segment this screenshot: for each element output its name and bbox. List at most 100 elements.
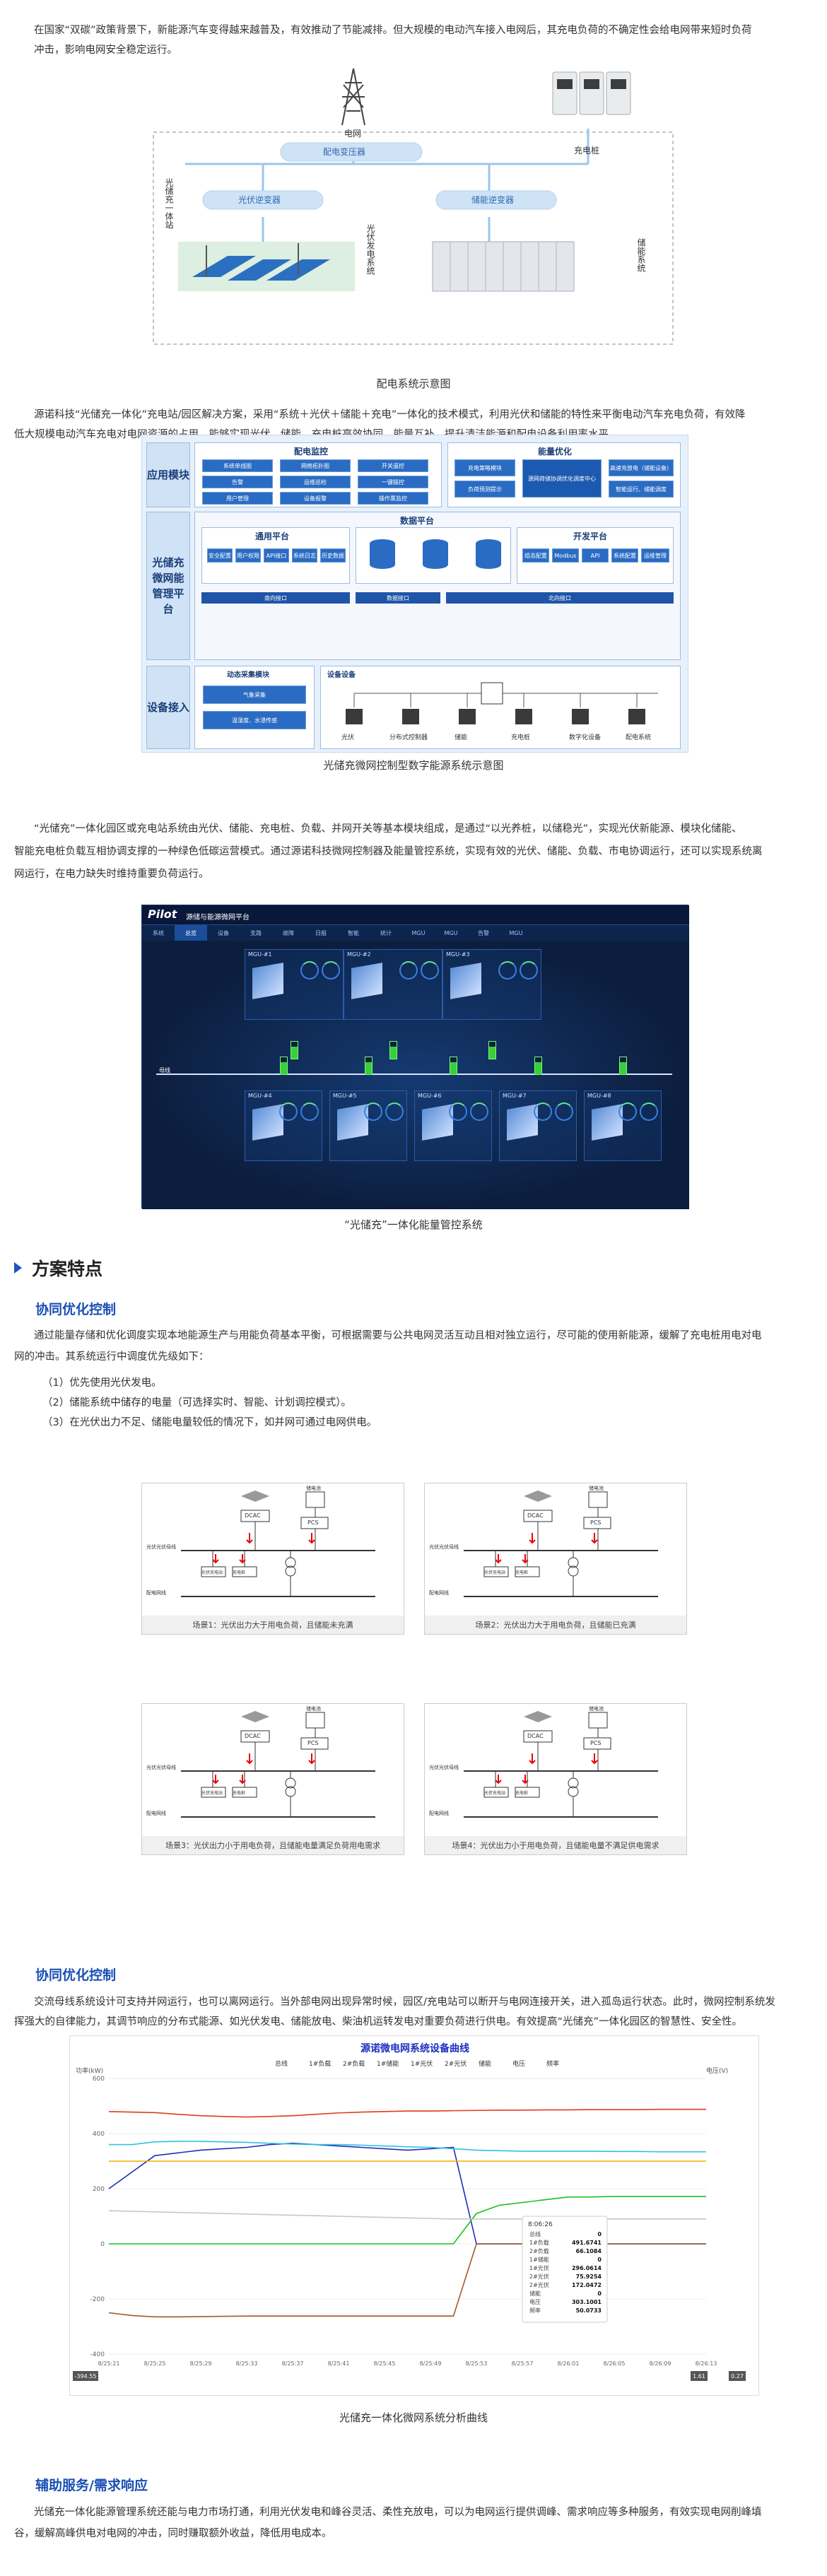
station-label: 光储充一体站 bbox=[164, 178, 174, 229]
dashboard-caption: “光储充”一体化能量管控系统 bbox=[344, 1218, 483, 1231]
mgu-title: MGU-#2 bbox=[347, 951, 371, 958]
gauge-icon bbox=[322, 961, 340, 980]
priority-item: （2）储能系统中储存的电量（可选择实时、智能、计划调控模式）。 bbox=[42, 1397, 351, 1408]
series-line bbox=[109, 2141, 706, 2153]
x-tick-label: 8/25:53 bbox=[466, 2360, 488, 2367]
energy-item: 负荷预测提示 bbox=[454, 481, 515, 498]
dashboard-tab[interactable]: 支路 bbox=[250, 929, 262, 936]
dev-item: API bbox=[582, 548, 609, 563]
charger-label: 充电桩 bbox=[574, 146, 600, 155]
x-tick-label: 8/25:45 bbox=[374, 2360, 396, 2367]
x-tick-label: 8/26:13 bbox=[696, 2360, 717, 2367]
y-tick-label: 0 bbox=[100, 2241, 105, 2248]
dev-item: Modbus bbox=[552, 548, 579, 563]
edge-title: 动态采集模块 bbox=[227, 671, 269, 679]
axis-right-end-badge bbox=[729, 2371, 746, 2381]
mgu-unit[interactable]: MGU-#4 bbox=[245, 1090, 322, 1161]
tooltip-box bbox=[522, 2216, 608, 2323]
common-item: 系统日志 bbox=[292, 548, 317, 563]
device-icon bbox=[252, 963, 283, 999]
dashboard-tab[interactable]: 总览 bbox=[175, 925, 207, 941]
mgu-unit[interactable]: MGU-#1 bbox=[245, 949, 344, 1020]
schematic-label: PCS bbox=[307, 1519, 319, 1526]
legend-item: 1#负载 bbox=[309, 2059, 331, 2068]
dev-item: 系统配置 bbox=[611, 548, 638, 563]
gauge-icon bbox=[470, 1102, 488, 1121]
schematic-label: 储电池 bbox=[589, 1486, 604, 1491]
mgu-unit[interactable]: MGU-#5 bbox=[329, 1090, 407, 1161]
dashboard-tab[interactable]: 统计 bbox=[380, 929, 392, 936]
dashboard-tab[interactable]: 智能 bbox=[348, 929, 359, 936]
schematic-label: 充电桩 bbox=[233, 1570, 246, 1575]
device-label: 储能 bbox=[454, 734, 468, 741]
dashboard-tab[interactable]: MGU bbox=[411, 929, 426, 936]
legend-item: 频率 bbox=[546, 2059, 559, 2068]
gauge-icon bbox=[399, 961, 418, 980]
schematic-label: 配电网线 bbox=[146, 1811, 166, 1816]
battery-icon bbox=[534, 1057, 542, 1075]
y-tick-label: -200 bbox=[90, 2296, 105, 2303]
para3-line-2: 智能充电桩负载互相协调支撑的一种绿色低碳运营模式。通过源诺科技微网控制器及能量管… bbox=[14, 846, 763, 857]
tooltip-label: 2#光伏 bbox=[529, 2273, 549, 2280]
energy-item: 智能运行、储能调度 bbox=[609, 481, 674, 498]
tooltip-value: 75.9254 bbox=[576, 2274, 602, 2280]
arch-side-app: 应用模块 bbox=[146, 442, 190, 507]
dashboard-tab[interactable]: 告警 bbox=[478, 929, 489, 936]
opt-line-2: 挥强大的自律能力，其调节响应的分布式能源、如光伏发电、储能放电、柴油机运转发电对… bbox=[14, 2016, 743, 2028]
x-tick-label: 8/25:25 bbox=[144, 2360, 166, 2367]
bus-label: 母线 bbox=[159, 1067, 170, 1074]
mgu-unit[interactable]: MGU-#7 bbox=[499, 1090, 577, 1161]
intro-line-1: 在国家“双碳”政策背景下，新能源汽车变得越来越普及，有效推动了节能减排。但大规模… bbox=[34, 25, 752, 36]
tooltip-label: 电压 bbox=[529, 2298, 541, 2305]
data-interface-label: 数据接口 bbox=[387, 594, 409, 601]
gauge-icon bbox=[279, 1102, 298, 1121]
sub-heading-aux: 辅助服务/需求响应 bbox=[35, 2478, 148, 2493]
gauge-icon bbox=[300, 961, 319, 980]
energy-item: 源网荷储协调优化调度中心 bbox=[522, 459, 602, 498]
tooltip-label: 1#光伏 bbox=[529, 2264, 549, 2271]
diagram1-caption: 配电系统示意图 bbox=[376, 377, 451, 390]
device-label: 分布式控制器 bbox=[389, 734, 428, 741]
devices-title: 设备设备 bbox=[327, 671, 356, 679]
features-title: 方案特点 bbox=[14, 1255, 102, 1281]
dashboard-tabs: 系统 总览 设备 支路 故障 日报 智能 统计 MGU MGU 告警 MGU bbox=[142, 925, 689, 941]
mgu-title: MGU-#3 bbox=[446, 951, 470, 958]
mgu-title: MGU-#6 bbox=[418, 1093, 442, 1099]
gauge-icon bbox=[640, 1102, 658, 1121]
chart-caption: 光储充一体化微网系统分析曲线 bbox=[339, 2411, 488, 2424]
gauge-icon bbox=[555, 1102, 573, 1121]
battery-icon bbox=[450, 1057, 457, 1075]
dist-item: 操作票监控 bbox=[358, 492, 428, 505]
dashboard-tab[interactable]: 日报 bbox=[315, 929, 327, 936]
schematic-label: PCS bbox=[307, 1740, 319, 1746]
battery-icon bbox=[619, 1057, 627, 1075]
dashboard-tab[interactable]: MGU bbox=[509, 929, 523, 936]
mgu-unit[interactable]: MGU-#8 bbox=[584, 1090, 662, 1161]
x-tick-label: 8/25:33 bbox=[236, 2360, 258, 2367]
schematic-label: 配电网线 bbox=[146, 1590, 166, 1596]
y-axis-right-label: 电压(V) bbox=[706, 2066, 728, 2075]
dist-item: 运维巡检 bbox=[280, 476, 351, 488]
y-tick-label: 600 bbox=[93, 2076, 105, 2083]
dashboard-tab[interactable]: 故障 bbox=[283, 929, 294, 936]
battery-icon bbox=[365, 1057, 373, 1075]
dashboard-tab[interactable]: MGU bbox=[444, 929, 458, 936]
dashboard-tab[interactable]: 设备 bbox=[218, 929, 229, 936]
schematic-label: 配电网线 bbox=[429, 1811, 449, 1816]
series-line bbox=[108, 2210, 706, 2220]
gauge-icon bbox=[364, 1102, 382, 1121]
mgu-unit[interactable]: MGU-#3 bbox=[442, 949, 541, 1020]
schematic-label: 光伏充电站 bbox=[201, 1791, 223, 1796]
tooltip-label: 1#储能 bbox=[529, 2256, 549, 2263]
tooltip-value: 0 bbox=[597, 2231, 602, 2237]
scenario-caption: 场景2：光伏出力大于用电负荷，且储能已充满 bbox=[425, 1616, 686, 1634]
mgu-unit[interactable]: MGU-#6 bbox=[414, 1090, 492, 1161]
dashboard-tab[interactable]: 系统 bbox=[153, 929, 164, 936]
schematic-label: 配电网线 bbox=[429, 1590, 449, 1596]
mgu-unit[interactable]: MGU-#2 bbox=[344, 949, 442, 1020]
brand-logo: Pilot bbox=[148, 907, 177, 921]
intro-line-2: 冲击，影响电网安全稳定运行。 bbox=[34, 45, 177, 56]
